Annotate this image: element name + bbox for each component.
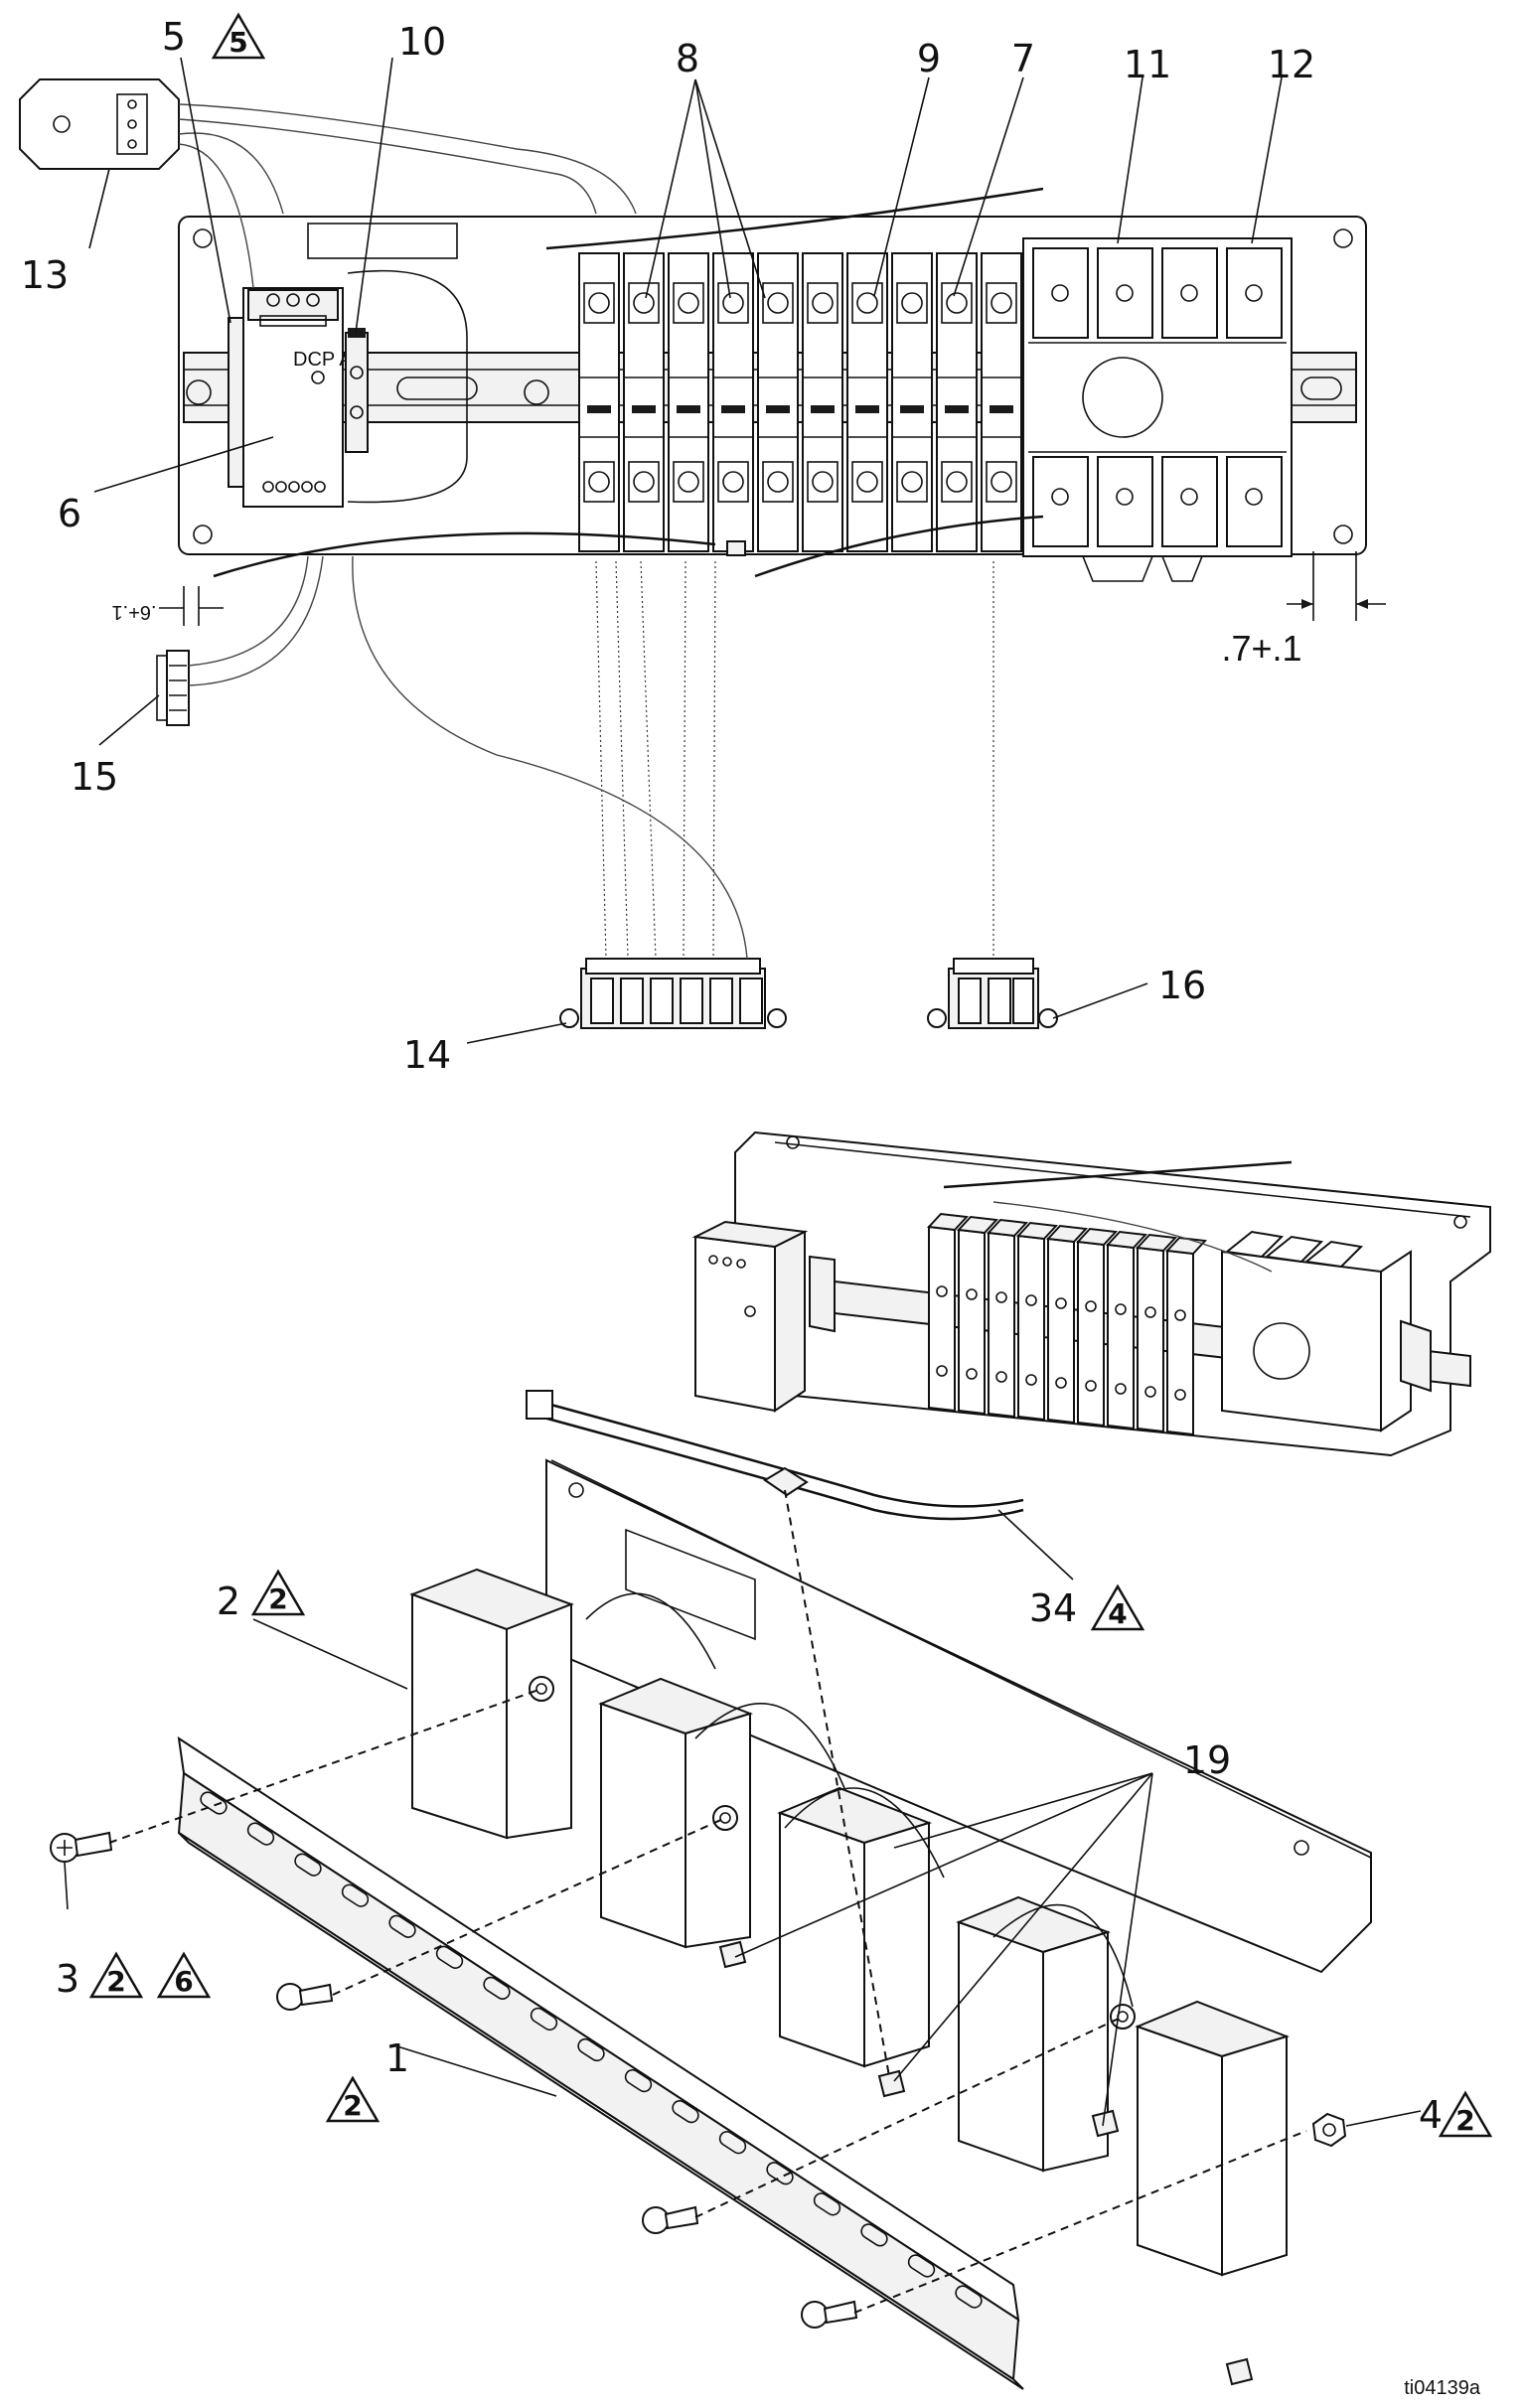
note-triangle-2-nut: 2 <box>1438 2090 1493 2138</box>
callout-34: 34 <box>1029 1586 1077 1630</box>
note-triangle-2-bracket: 2 <box>250 1569 306 1616</box>
screw-3-group <box>50 1831 858 2329</box>
connector-16 <box>927 958 1058 1029</box>
callout-16: 16 <box>1158 964 1206 1007</box>
iso-terminal <box>1047 1237 1075 1425</box>
callout-12: 12 <box>1268 43 1315 86</box>
drawing-id: ti04139a <box>1404 2377 1481 2399</box>
iso-terminal <box>1107 1243 1135 1430</box>
note-triangle-2-screw: 2 <box>88 1951 144 1999</box>
terminal-block <box>802 252 843 552</box>
leader-lines <box>64 57 1422 2127</box>
svg-text:4: 4 <box>1108 1597 1127 1630</box>
callout-6: 6 <box>58 492 81 535</box>
svg-text:2: 2 <box>268 1582 287 1615</box>
terminal-block <box>668 252 709 552</box>
note-triangle-5: 5 <box>211 12 266 60</box>
callout-14: 14 <box>403 1033 451 1077</box>
end-stop-10 <box>345 328 369 453</box>
terminal-block <box>981 252 1022 552</box>
callout-3: 3 <box>56 1957 79 2001</box>
power-supply-6: DCP AV <box>228 287 365 508</box>
dimension-right <box>1287 551 1386 621</box>
dimension-right-label: .7+.1 <box>1221 628 1301 669</box>
note-triangle-6-screw: 6 <box>156 1951 212 1999</box>
callout-5: 5 <box>162 15 186 59</box>
note-triangle-2-rail: 2 <box>325 2075 381 2123</box>
iso-terminal <box>958 1228 986 1416</box>
connector-14 <box>559 958 787 1029</box>
callout-13: 13 <box>21 253 69 297</box>
terminal-panel-top-view: DCP AV <box>19 78 1367 1029</box>
callout-4: 4 <box>1419 2093 1443 2137</box>
bracket-exploded-view <box>409 1390 1372 2386</box>
terminal-block <box>891 252 933 552</box>
dimension-left-label: .6+.1 <box>111 601 156 623</box>
iso-terminal <box>1077 1240 1105 1428</box>
callout-15: 15 <box>71 755 118 799</box>
terminal-block <box>712 252 754 552</box>
callout-19: 19 <box>1183 1738 1231 1782</box>
terminal-block <box>578 252 620 552</box>
iso-terminal <box>928 1225 956 1413</box>
callout-8: 8 <box>676 37 699 80</box>
connector-15 <box>156 650 190 726</box>
callout-1: 1 <box>385 2036 409 2080</box>
rail-slots <box>200 1791 983 2309</box>
assembled-panel-iso <box>691 1130 1491 1457</box>
relay-module-13 <box>19 78 180 170</box>
note-triangle-4-tie: 4 <box>1090 1583 1145 1631</box>
callout-2: 2 <box>217 1580 240 1623</box>
callout-9: 9 <box>917 37 941 80</box>
svg-text:2: 2 <box>106 1965 125 1998</box>
iso-terminal <box>1017 1234 1045 1422</box>
callout-10: 10 <box>398 20 446 64</box>
iso-terminal <box>1137 1246 1164 1433</box>
nut-4 <box>1311 2112 1347 2148</box>
terminal-block-array <box>578 252 1022 552</box>
iso-terminal-blocks <box>926 1212 1208 1436</box>
fuse-holder-block <box>1022 237 1293 582</box>
terminal-block <box>757 252 799 552</box>
callout-11: 11 <box>1124 43 1171 86</box>
terminal-block <box>936 252 978 552</box>
cable-tie-34 <box>526 1390 1024 1521</box>
svg-text:6: 6 <box>174 1965 193 1998</box>
callout-7: 7 <box>1011 37 1035 80</box>
iso-terminal <box>1166 1249 1194 1436</box>
svg-text:2: 2 <box>1455 2104 1474 2137</box>
iso-terminal <box>988 1231 1015 1419</box>
terminal-block <box>846 252 888 552</box>
terminal-block <box>623 252 665 552</box>
svg-text:5: 5 <box>229 26 247 59</box>
din-rail-1 <box>177 1735 1024 2390</box>
svg-text:2: 2 <box>343 2089 362 2122</box>
